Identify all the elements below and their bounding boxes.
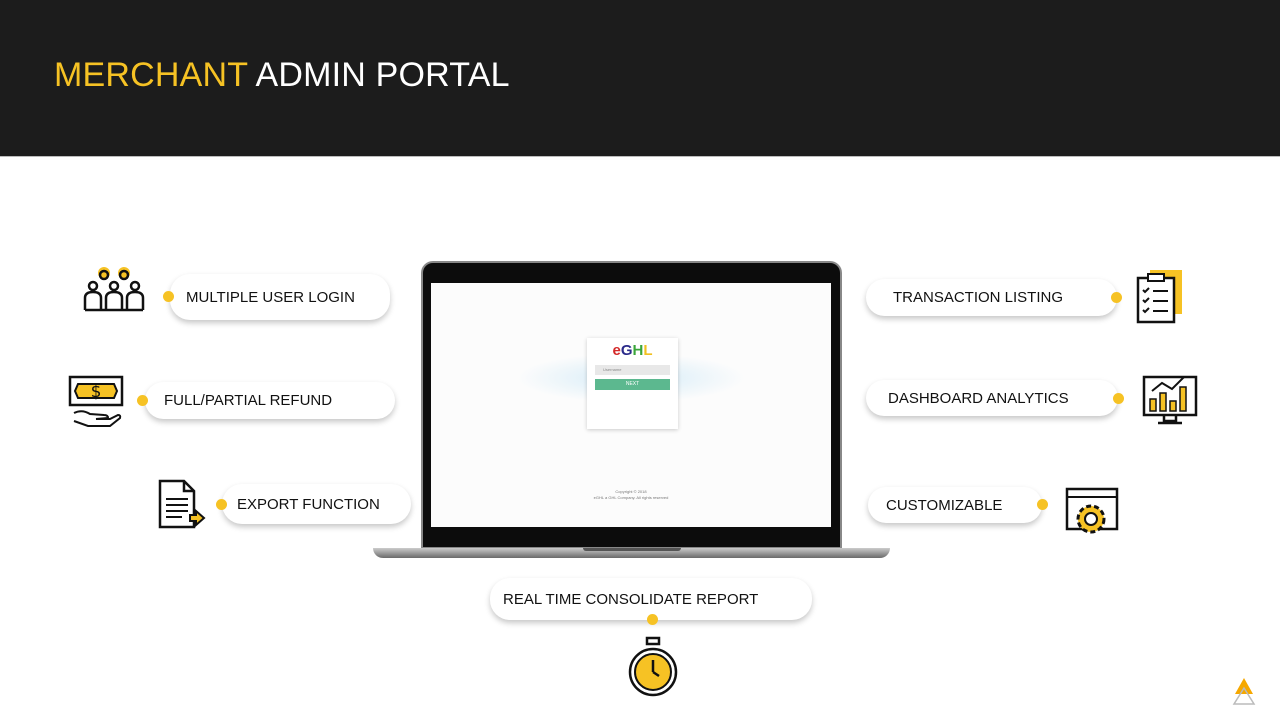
- login-card: eGHL Username NEXT: [587, 338, 678, 429]
- bullet-dot: [1037, 499, 1048, 510]
- page-title: MERCHANT ADMIN PORTAL: [54, 56, 510, 95]
- logo-h: H: [632, 342, 644, 359]
- bullet-dot: [163, 291, 174, 302]
- users-icon: [83, 267, 145, 312]
- header: MERCHANT ADMIN PORTAL: [0, 0, 1280, 157]
- document-export-icon: [158, 479, 206, 529]
- logo-l: L: [643, 342, 653, 359]
- feature-customizable: CUSTOMIZABLE: [868, 487, 1042, 523]
- brand-logo-icon: [1232, 678, 1256, 705]
- feature-label: FULL/PARTIAL REFUND: [164, 392, 333, 409]
- feature-export-function: EXPORT FUNCTION: [222, 484, 411, 524]
- gear-window-icon: [1065, 487, 1119, 534]
- copyright-line2: eGHL a GHL Company. All rights reserved: [593, 495, 669, 500]
- money-hand-icon: $: [68, 375, 124, 427]
- logo-g: G: [620, 342, 633, 359]
- bullet-dot: [137, 395, 148, 406]
- bullet-dot: [216, 499, 227, 510]
- feature-full-partial-refund: FULL/PARTIAL REFUND: [145, 382, 395, 419]
- checklist-icon: [1136, 270, 1182, 324]
- feature-label: TRANSACTION LISTING: [893, 289, 1064, 306]
- copyright-line1: Copyright © 2018: [615, 489, 647, 494]
- title-highlight: MERCHANT: [54, 56, 248, 94]
- chart-monitor-icon: [1142, 375, 1198, 425]
- feature-dashboard-analytics: DASHBOARD ANALYTICS: [866, 380, 1118, 416]
- bullet-dot: [647, 614, 658, 625]
- logo-e: e: [612, 342, 621, 359]
- next-button[interactable]: NEXT: [595, 379, 670, 390]
- feature-real-time-report: REAL TIME CONSOLIDATE REPORT: [490, 578, 812, 620]
- feature-multiple-user-login: MULTIPLE USER LOGIN: [170, 274, 390, 320]
- username-input[interactable]: Username: [595, 365, 670, 375]
- feature-label: REAL TIME CONSOLIDATE REPORT: [503, 590, 759, 608]
- laptop-base: [373, 548, 890, 558]
- bullet-dot: [1113, 393, 1124, 404]
- eghl-logo: eGHL: [587, 342, 678, 359]
- svg-text:$: $: [91, 382, 102, 402]
- feature-label: MULTIPLE USER LOGIN: [186, 288, 355, 306]
- feature-label: CUSTOMIZABLE: [886, 496, 1003, 514]
- feature-label: EXPORT FUNCTION: [237, 495, 380, 513]
- title-rest: ADMIN PORTAL: [255, 56, 510, 94]
- feature-label: DASHBOARD ANALYTICS: [888, 389, 1069, 407]
- bullet-dot: [1111, 292, 1122, 303]
- laptop-notch: [583, 548, 681, 551]
- feature-transaction-listing: TRANSACTION LISTING: [866, 279, 1117, 316]
- stopwatch-icon: [628, 636, 678, 697]
